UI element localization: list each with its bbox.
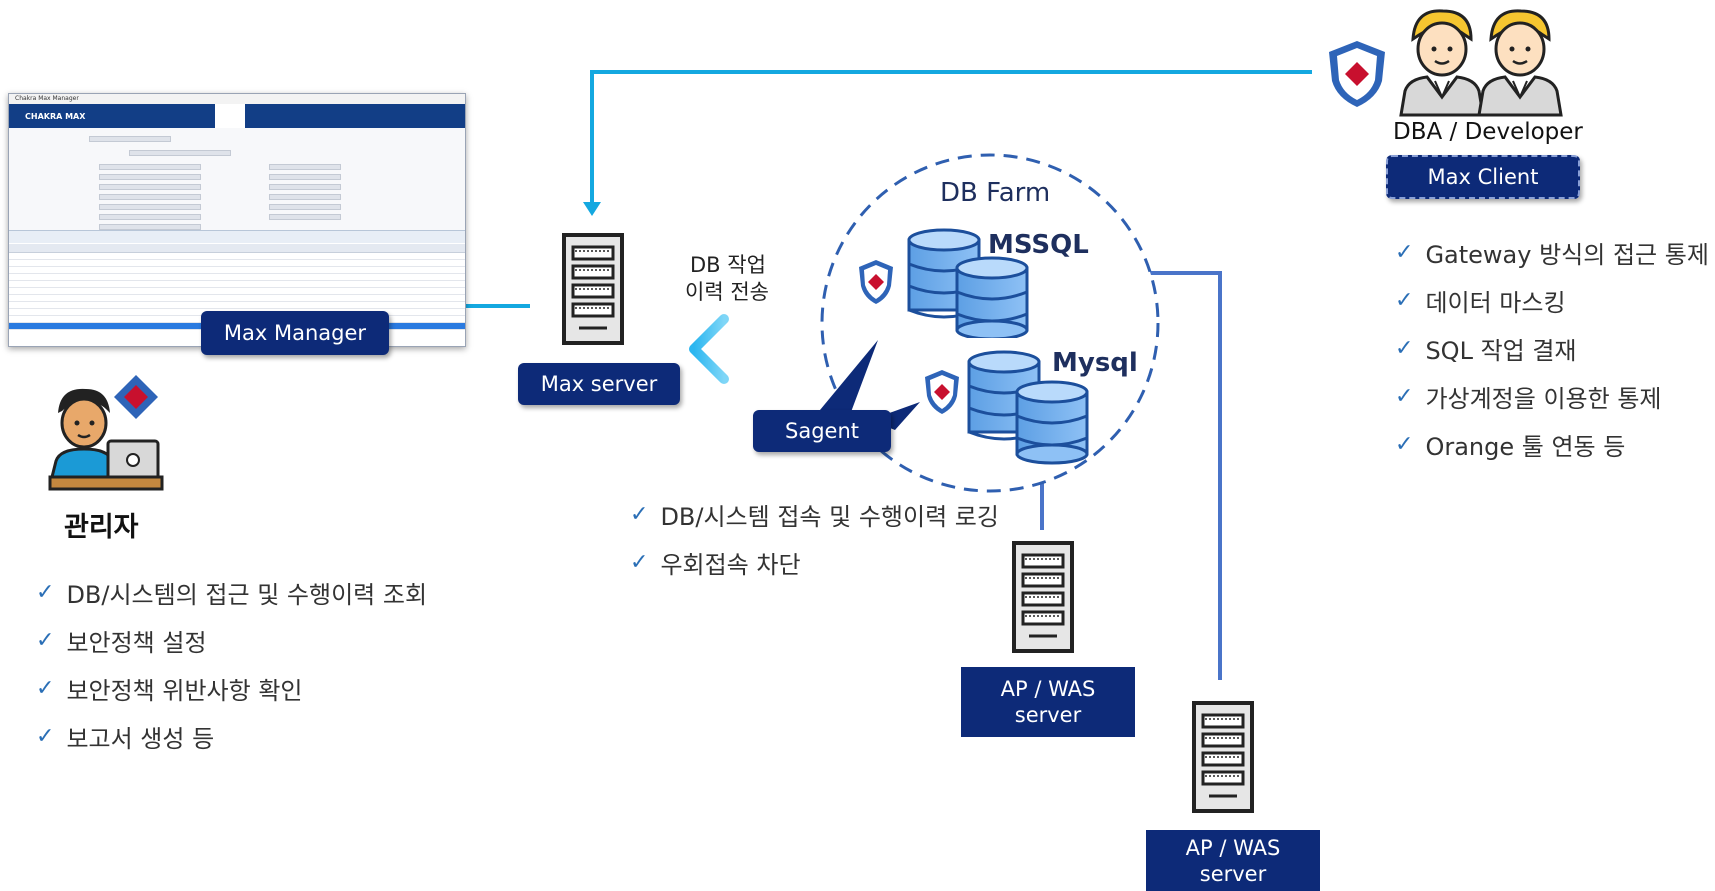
client-feature-list: ✓Gateway 방식의 접근 통제 ✓데이터 마스킹 ✓SQL 작업 결재 ✓… (1395, 228, 1709, 468)
transfer-label-line2: 이력 전송 (685, 280, 769, 304)
screenshot-titlebar: Chakra Max Manager (9, 94, 465, 104)
mssql-label: MSSQL (988, 230, 1089, 260)
max-server-label: Max server (518, 363, 680, 405)
admin-feature-item: ✓보안정책 위반사항 확인 (36, 675, 303, 705)
apwas1-server-icon (1012, 541, 1074, 653)
check-icon: ✓ (36, 675, 55, 701)
client-to-server-line (590, 70, 1312, 210)
check-icon: ✓ (36, 579, 55, 605)
admin-person-icon (48, 375, 164, 491)
check-icon: ✓ (1395, 335, 1414, 361)
mssql-database-icon (907, 228, 1029, 338)
client-feature-item: ✓데이터 마스킹 (1395, 287, 1566, 317)
apwas2-label: AP / WAS server (1146, 830, 1320, 891)
client-to-server-arrowhead (583, 202, 601, 216)
client-shield-icon (1329, 41, 1385, 107)
admin-feature-item: ✓보고서 생성 등 (36, 723, 215, 753)
agent-feature-item: ✓우회접속 차단 (630, 549, 801, 579)
check-icon: ✓ (1395, 287, 1414, 313)
max-manager-label: Max Manager (201, 311, 389, 355)
check-icon: ✓ (630, 501, 649, 527)
admin-feature-item: ✓보안정책 설정 (36, 627, 207, 657)
db-farm-label: DB Farm (940, 178, 1051, 208)
admin-feature-item: ✓DB/시스템의 접근 및 수행이력 조회 (36, 579, 428, 609)
admin-feature-list: ✓DB/시스템의 접근 및 수행이력 조회 ✓보안정책 설정 ✓보안정책 위반사… (36, 568, 427, 760)
check-icon: ✓ (1395, 383, 1414, 409)
check-icon: ✓ (36, 627, 55, 653)
apwas2-server-icon (1192, 701, 1254, 813)
check-icon: ✓ (1395, 431, 1414, 457)
mysql-database-icon (967, 350, 1089, 465)
max-client-label: Max Client (1386, 155, 1580, 199)
client-feature-item: ✓가상계정을 이용한 통제 (1395, 383, 1662, 413)
dba-developer-label: DBA / Developer (1393, 119, 1583, 145)
check-icon: ✓ (1395, 239, 1414, 265)
apwas1-label: AP / WAS server (961, 667, 1135, 737)
mssql-shield-icon (859, 260, 893, 304)
client-feature-item: ✓SQL 작업 결재 (1395, 335, 1577, 365)
transfer-label-line1: DB 작업 (690, 253, 766, 277)
sagent-label: Sagent (753, 410, 891, 452)
apwas1-label-line2: server (1014, 703, 1082, 727)
screenshot-appbar: CHAKRA MAX (9, 104, 465, 128)
check-icon: ✓ (630, 549, 649, 575)
client-feature-item: ✓Gateway 방식의 접근 통제 (1395, 239, 1709, 269)
agent-feature-item: ✓DB/시스템 접속 및 수행이력 로깅 (630, 501, 999, 531)
mysql-label: Mysql (1052, 348, 1138, 378)
transfer-arrow-icon (689, 314, 765, 384)
apwas2-label-line2: server (1199, 861, 1267, 886)
screenshot-menu (125, 104, 365, 128)
client-feature-item: ✓Orange 툴 연동 등 (1395, 431, 1626, 461)
check-icon: ✓ (36, 723, 55, 749)
admin-label: 관리자 (64, 512, 139, 543)
agent-feature-list: ✓DB/시스템 접속 및 수행이력 로깅 ✓우회접속 차단 (630, 490, 999, 586)
apwas2-label-line1: AP / WAS (1185, 835, 1281, 860)
apwas1-label-line1: AP / WAS (1000, 677, 1096, 701)
mysql-shield-icon (925, 370, 959, 414)
screenshot-logo: CHAKRA MAX (25, 111, 86, 121)
max-manager-screenshot: Chakra Max Manager CHAKRA MAX (8, 93, 466, 347)
max-server-icon (562, 233, 624, 345)
screenshot-search-form (9, 128, 465, 240)
dba-developer-persons-icon (1399, 9, 1563, 117)
